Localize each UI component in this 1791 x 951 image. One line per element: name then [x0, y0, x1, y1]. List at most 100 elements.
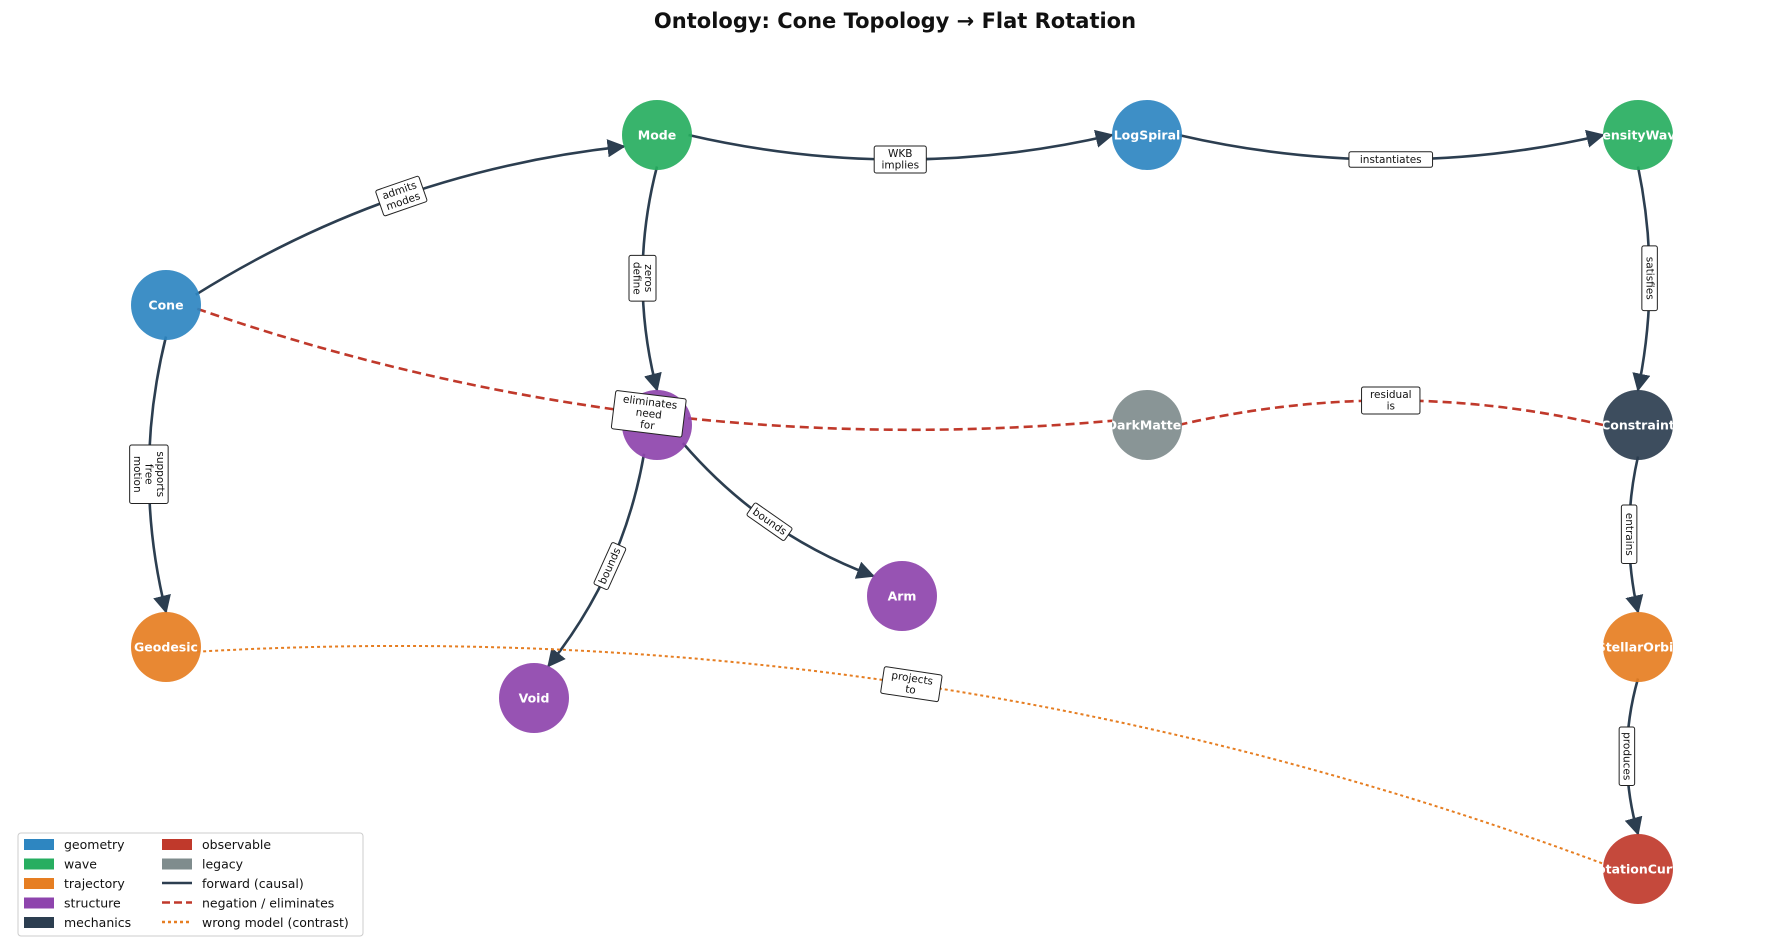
- legend-item-legacy: legacy: [162, 857, 244, 872]
- edge-label-text: residual: [1370, 389, 1412, 401]
- legend-swatch: [24, 917, 54, 928]
- legend-label: wrong model (contrast): [202, 915, 349, 930]
- node-label: DarkMatter: [1107, 418, 1189, 433]
- node-label: LogSpiral: [1114, 128, 1181, 143]
- node-circle: [131, 612, 201, 682]
- node-circle: [1603, 612, 1673, 682]
- edge-label-node-arm: bounds: [746, 502, 793, 541]
- node-mode: Mode: [622, 100, 692, 170]
- edge-label-text: WKB: [888, 148, 912, 160]
- node-circle: [499, 663, 569, 733]
- edge-label-node-void: bounds: [593, 542, 627, 590]
- node-circle: [867, 561, 937, 631]
- legend-swatch: [24, 839, 54, 850]
- node-label: Mode: [638, 128, 676, 143]
- edge-label-text: motion: [131, 456, 143, 493]
- legend-label: observable: [202, 837, 271, 852]
- edge-label-text: to: [904, 683, 916, 696]
- edge-label-text: supports: [154, 451, 166, 497]
- nodes-layer: ConeModeLogSpiralDensityWaveNodeDarkMatt…: [131, 100, 1688, 904]
- edge-label-text: bounds: [597, 546, 624, 586]
- edge-label-text: zeros: [642, 264, 654, 292]
- node-rotationcurve: RotationCurve: [1587, 834, 1688, 904]
- legend-label: trajectory: [64, 876, 125, 891]
- node-circle: [1112, 390, 1182, 460]
- node-circle: [1603, 834, 1673, 904]
- legend-box: [17, 832, 364, 937]
- edge-node-void: [547, 453, 646, 668]
- edges-layer: [147, 129, 1651, 865]
- node-circle: [1112, 100, 1182, 170]
- legend-swatch: [162, 839, 192, 850]
- edge-label-densitywave-constraint: satisfies: [1641, 245, 1658, 312]
- legend-label: structure: [64, 896, 121, 911]
- node-label: DensityWave: [1592, 128, 1684, 143]
- legend-label: forward (causal): [202, 876, 304, 891]
- legend-item-trajectory: trajectory: [24, 876, 125, 891]
- node-label: StellarOrbit: [1597, 640, 1680, 655]
- node-label: Constraint: [1601, 418, 1675, 433]
- diagram-title: Ontology: Cone Topology → Flat Rotation: [654, 9, 1136, 33]
- node-stellarorbit: StellarOrbit: [1597, 612, 1680, 682]
- legend-label: mechanics: [64, 915, 131, 930]
- legend-swatch: [24, 858, 54, 870]
- node-circle: [1603, 390, 1673, 460]
- edge-label-text: for: [639, 419, 655, 433]
- legend-label: geometry: [64, 837, 125, 852]
- edge-label-logspiral-densitywave: instantiates: [1348, 151, 1434, 168]
- node-darkmatter: DarkMatter: [1107, 390, 1189, 460]
- node-geodesic: Geodesic: [131, 612, 201, 682]
- node-label: RotationCurve: [1587, 862, 1688, 877]
- edge-label-text: entrains: [1623, 513, 1635, 556]
- node-cone: Cone: [131, 270, 201, 340]
- legend-item-wrong: wrong model (contrast): [162, 915, 349, 930]
- legend-item-structure: structure: [24, 896, 121, 911]
- node-circle: [1603, 100, 1673, 170]
- edge-label-text: produces: [1621, 732, 1633, 780]
- edge-label-constraint-stellarorbit: entrains: [1620, 504, 1638, 564]
- node-logspiral: LogSpiral: [1112, 100, 1182, 170]
- legend-swatch: [24, 897, 54, 909]
- legend-item-mechanics: mechanics: [24, 915, 131, 930]
- edge-label-text: free: [143, 464, 155, 485]
- legend-item-wave: wave: [24, 857, 97, 872]
- legend-item-negation: negation / eliminates: [162, 896, 334, 911]
- legend-label: negation / eliminates: [202, 896, 334, 911]
- node-circle: [131, 270, 201, 340]
- edge-label-text: implies: [881, 160, 919, 172]
- legend-swatch: [24, 878, 54, 889]
- node-label: Geodesic: [134, 640, 198, 655]
- edge-label-text: satisfies: [1643, 257, 1655, 300]
- legend-item-geometry: geometry: [24, 837, 125, 852]
- edge-label-text: define: [631, 262, 643, 295]
- legend-label: legacy: [202, 857, 244, 872]
- edge-label-stellarorbit-rotationcurve: produces: [1618, 726, 1636, 786]
- node-circle: [622, 100, 692, 170]
- legend: geometry wave trajectory structure mechanics…: [17, 832, 364, 937]
- edge-cone-mode: [195, 139, 626, 296]
- legend-swatch: [162, 858, 192, 870]
- node-label: Arm: [888, 589, 917, 604]
- node-label: Cone: [148, 298, 183, 313]
- node-constraint: Constraint: [1601, 390, 1675, 460]
- edge-label-text: instantiates: [1360, 154, 1422, 166]
- legend-item-observable: observable: [162, 837, 271, 852]
- node-void: Void: [499, 663, 569, 733]
- edge-node-arm: [681, 442, 876, 579]
- legend-item-forward: forward (causal): [162, 876, 304, 891]
- node-label: Void: [519, 691, 550, 706]
- node-arm: Arm: [867, 561, 937, 631]
- node-densitywave: DensityWave: [1592, 100, 1684, 170]
- legend-label: wave: [64, 857, 97, 872]
- edge-label-text: need: [635, 407, 663, 422]
- edge-label-text: is: [1387, 400, 1395, 412]
